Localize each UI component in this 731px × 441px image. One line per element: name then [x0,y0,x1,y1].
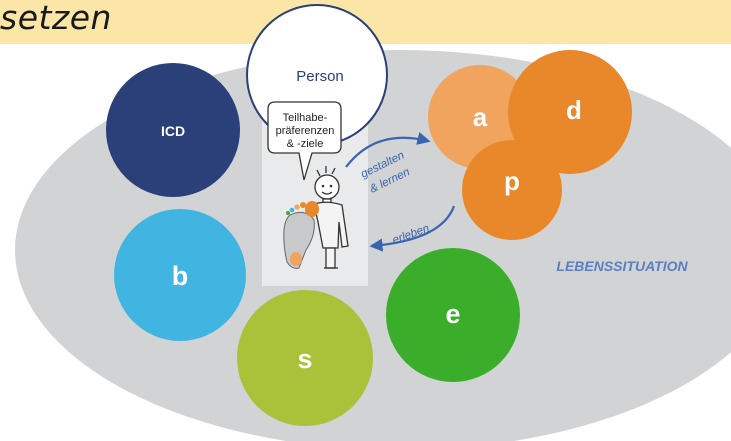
speech-bubble-line-2: präferenzen [276,125,335,137]
icd-label: ICD [161,123,185,139]
b-label: b [172,261,189,291]
p-circle [462,140,562,240]
speech-bubble-line-3: & -ziele [287,138,324,150]
icd-circle [106,63,240,197]
person-label: Person [296,68,344,85]
page-title: setzen [0,0,112,37]
situation-label: LEBENSSITUATION [556,258,688,274]
e-label: e [445,299,460,329]
a-label: a [473,102,488,132]
b-circle [114,209,246,341]
d-circle [508,50,632,174]
p-label: p [504,166,520,196]
speech-bubble-line-1: Teilhabe- [283,112,328,124]
s-circle [237,290,373,426]
person-figure-icon [313,166,349,269]
speech-bubble: Teilhabe- präferenzen & -ziele [267,101,342,181]
footprint-icon [283,201,319,269]
e-circle [386,248,520,382]
arrow-erleben-icon [369,205,456,252]
arrow-gestalten-icon [345,132,431,168]
s-label: s [297,344,312,374]
d-label: d [566,95,582,125]
